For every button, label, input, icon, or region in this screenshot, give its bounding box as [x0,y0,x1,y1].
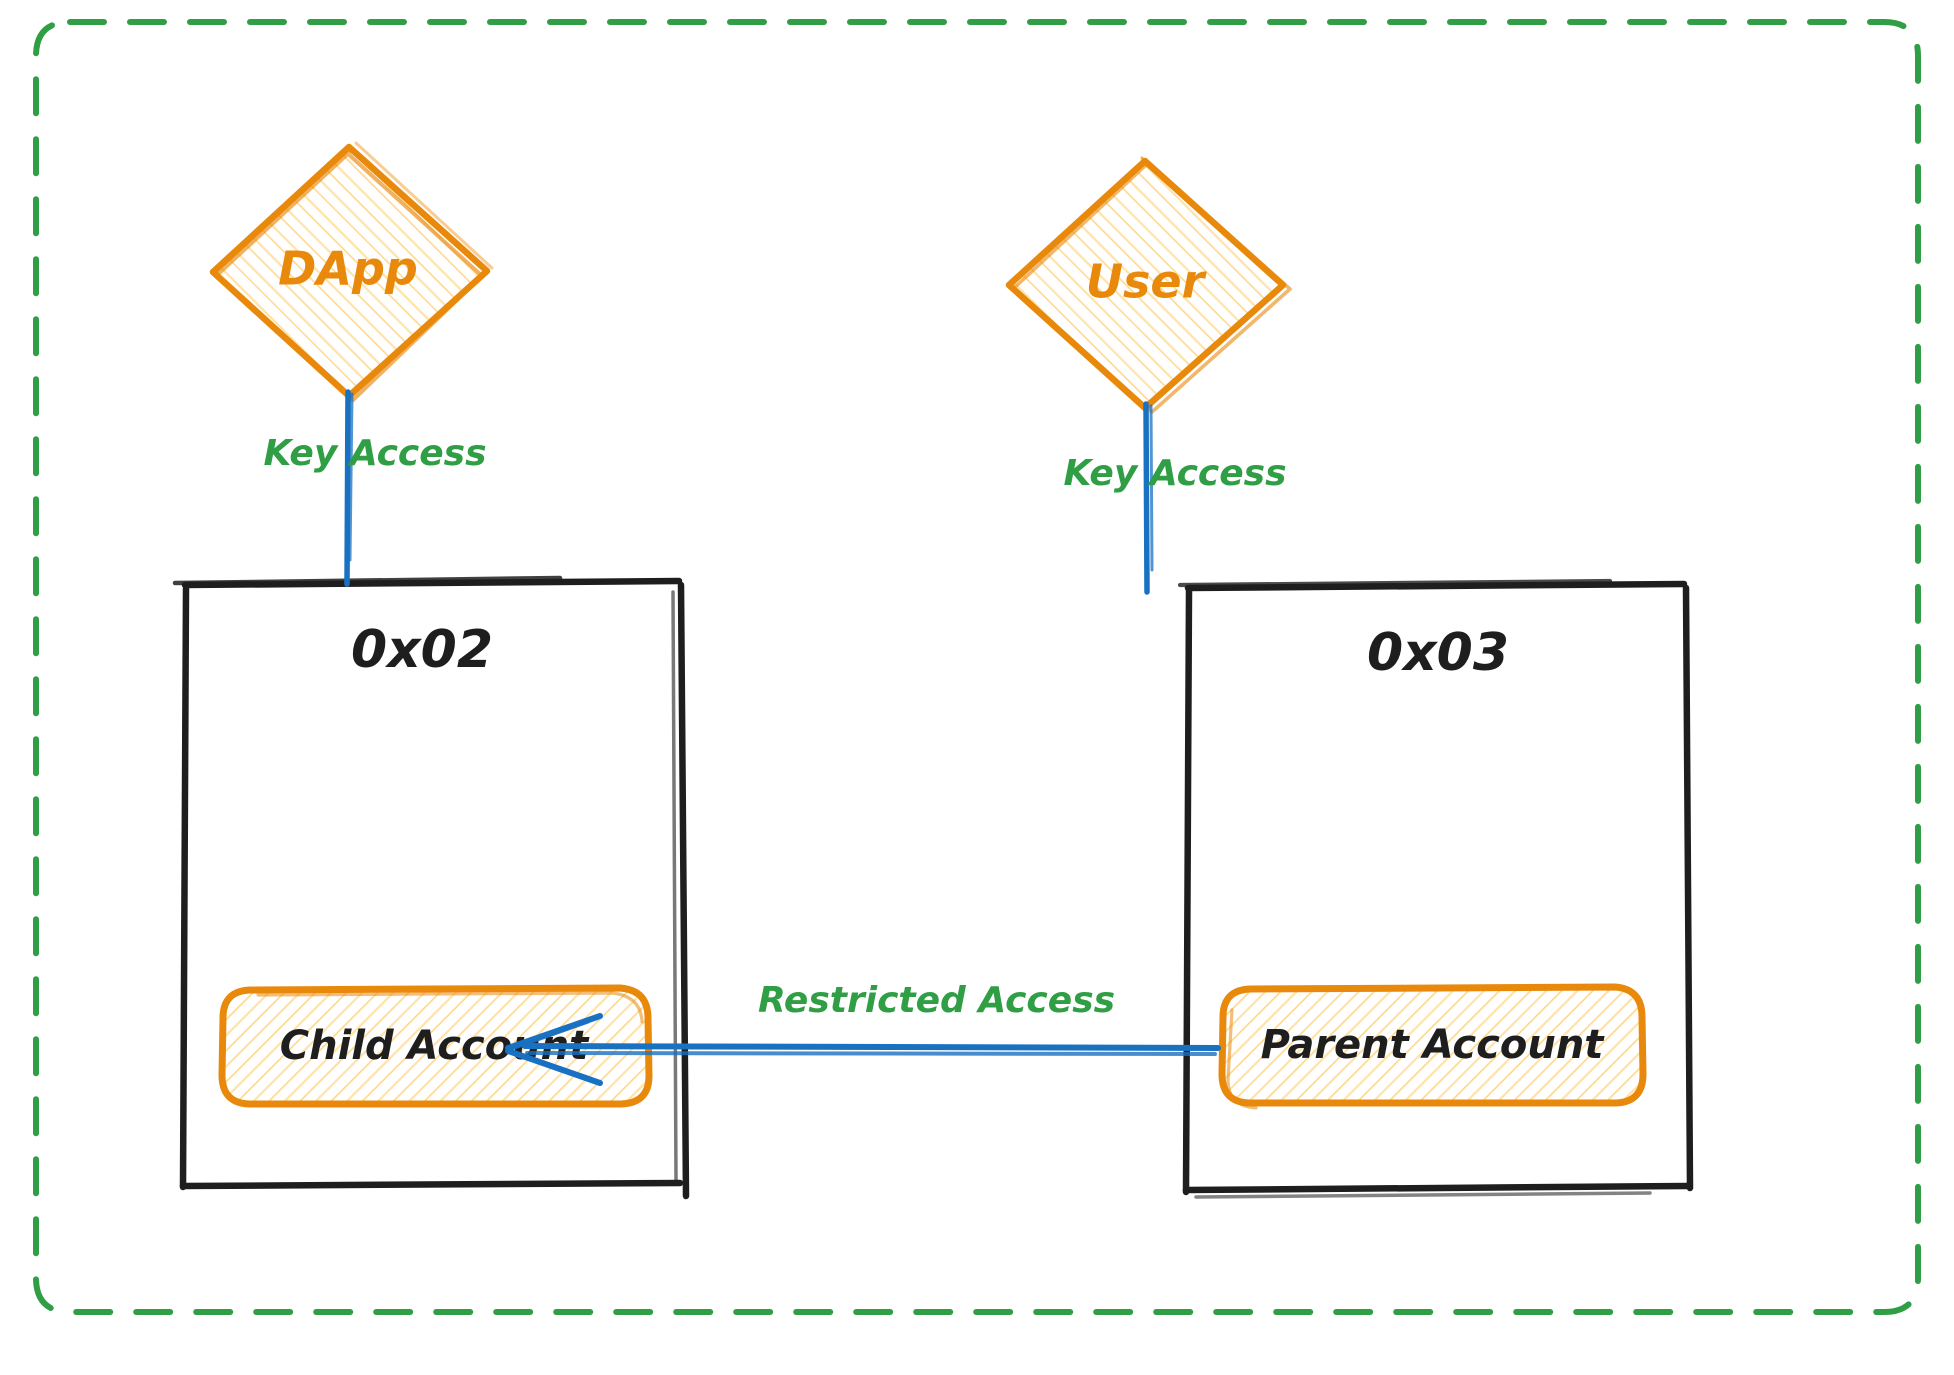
box02-edge-top-b [172,575,563,586]
edge-user-line-a [1143,401,1150,595]
dapp-label: DApp [278,242,418,296]
box02-label: 0x02 [351,620,493,680]
box02-edge-bottom [179,1179,684,1190]
parent-account-fill [1222,988,1642,1102]
user-outline-overshoot [1140,156,1150,168]
box03-label: 0x03 [1367,623,1509,683]
node-user[interactable]: User [1005,156,1292,414]
box02-edge-right-b [671,590,678,1182]
node-account-0x03[interactable]: 0x03 [1177,578,1694,1199]
edge-restricted-arrowhead-lower-b [512,1050,592,1080]
edge-dapp-to-child[interactable]: Key Access [263,389,487,587]
dapp-outline-overshoot [354,141,494,270]
user-label: User [1086,255,1208,309]
box02-edge-right [677,581,690,1200]
node-parent-account[interactable]: Parent Account [1218,983,1647,1110]
node-dapp[interactable]: DApp [209,141,494,402]
edge-user-label: Key Access [1063,453,1286,494]
box02-edge-left [179,585,190,1191]
edge-dapp-label: Key Access [263,433,486,474]
box03-edge-bottom-b [1194,1191,1652,1199]
edge-user-to-parent[interactable]: Key Access [1063,401,1287,595]
node-child-account[interactable]: Child Account [218,984,653,1108]
parent-account-outline-b [1226,1008,1258,1110]
box03-edge-left [1182,587,1193,1196]
parent-account-label: Parent Account [1261,1022,1606,1068]
edge-restricted-arrowhead-upper [505,1013,603,1051]
box03-edge-right [1682,584,1694,1192]
edge-restricted-line-a [522,1043,1221,1051]
edge-restricted-label: Restricted Access [758,980,1115,1021]
edge-parent-to-child[interactable]: Restricted Access [505,980,1221,1086]
child-account-fill [222,989,647,1103]
node-account-0x02[interactable]: 0x02 [172,575,690,1200]
edge-restricted-line-b [525,1051,1217,1056]
box03-edge-top-b [1177,578,1613,588]
edge-dapp-line-a [344,389,351,587]
edge-dapp-line-b [348,392,354,562]
box03-edge-bottom [1182,1182,1692,1194]
box02-edge-top [181,577,683,589]
child-account-outline-a [218,984,653,1108]
edge-restricted-arrowhead-upper-b [510,1020,590,1051]
edge-user-line-b [1149,404,1154,572]
outer-boundary [33,19,1921,1315]
boundary-dashed-path [33,19,1921,1315]
parent-account-outline-a [1218,983,1647,1107]
box03-edge-top [1184,580,1688,592]
child-account-outline-b [256,991,644,1024]
